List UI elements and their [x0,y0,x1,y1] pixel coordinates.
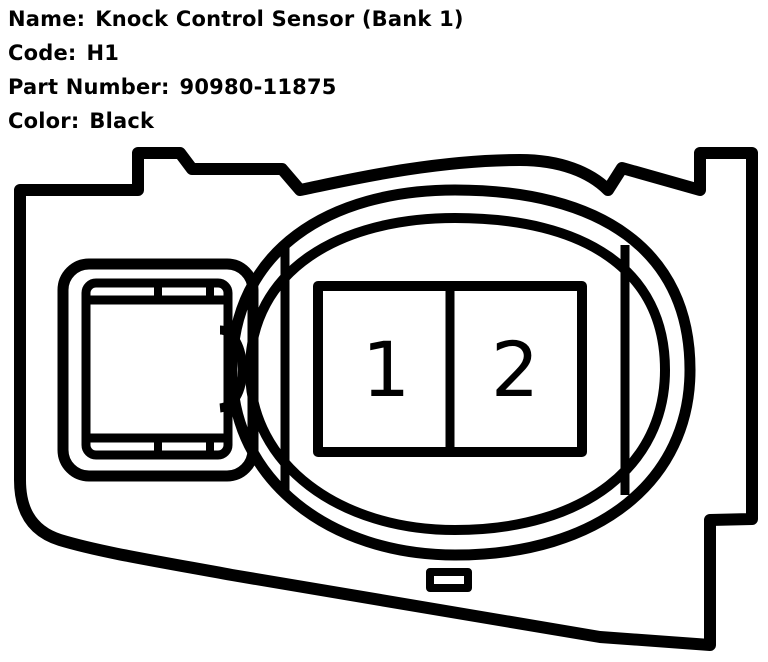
name-label: Name: [8,7,86,31]
latch-inner [81,278,233,460]
pin-2-label: 2 [491,325,539,414]
color-label: Color: [8,109,80,133]
inner-oval [245,213,670,535]
part-number-label: Part Number: [8,75,170,99]
color-row: Color: Black [8,104,464,138]
name-value: Knock Control Sensor (Bank 1) [95,7,464,31]
pin-1-label: 1 [362,325,410,414]
name-row: Name: Knock Control Sensor (Bank 1) [8,2,464,36]
color-value: Black [89,109,155,133]
code-row: Code: H1 [8,36,464,70]
code-value: H1 [86,41,120,65]
code-label: Code: [8,41,77,65]
outer-oval [226,184,696,561]
part-number-row: Part Number: 90980-11875 [8,70,464,104]
key-tab [426,568,472,592]
connector-info: Name: Knock Control Sensor (Bank 1) Code:… [8,2,464,138]
connector-housing [14,147,758,651]
latch-bump [218,325,247,413]
part-number-value: 90980-11875 [179,75,337,99]
